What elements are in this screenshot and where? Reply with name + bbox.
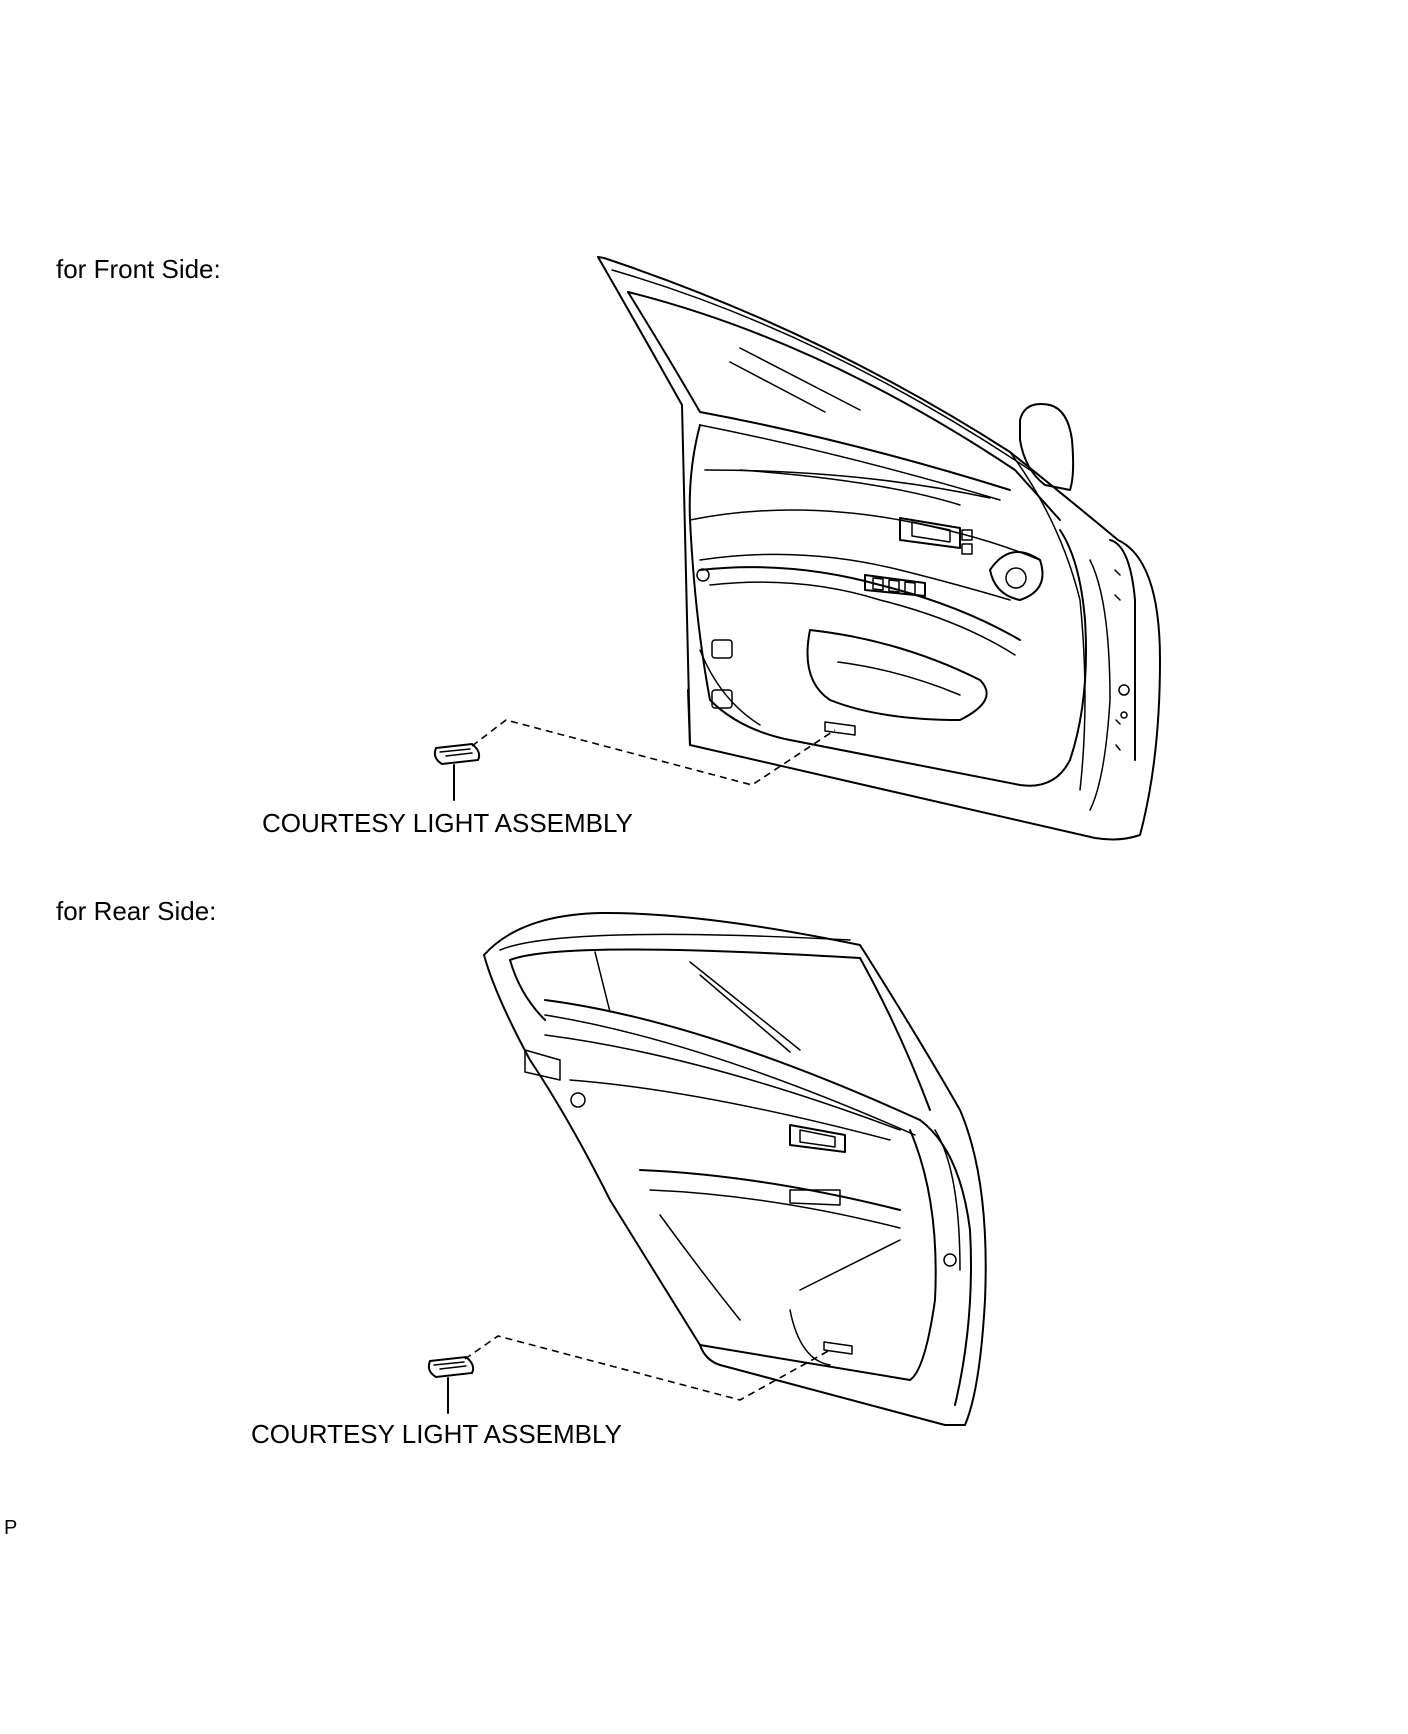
courtesy-light-icon [433, 742, 481, 766]
rear-side-heading: for Rear Side: [56, 896, 217, 926]
rear-door-illustration [483, 911, 987, 1426]
front-courtesy-light-label: COURTESY LIGHT ASSEMBLY [262, 808, 633, 838]
front-dashed-callout [471, 719, 836, 786]
front-side-heading: for Front Side: [56, 254, 221, 284]
rear-courtesy-light-label: COURTESY LIGHT ASSEMBLY [251, 1419, 622, 1449]
courtesy-light-icon [427, 1355, 475, 1379]
rear-dashed-callout [464, 1335, 831, 1401]
page-mark: P [4, 1517, 18, 1539]
front-door-illustration [597, 256, 1161, 841]
